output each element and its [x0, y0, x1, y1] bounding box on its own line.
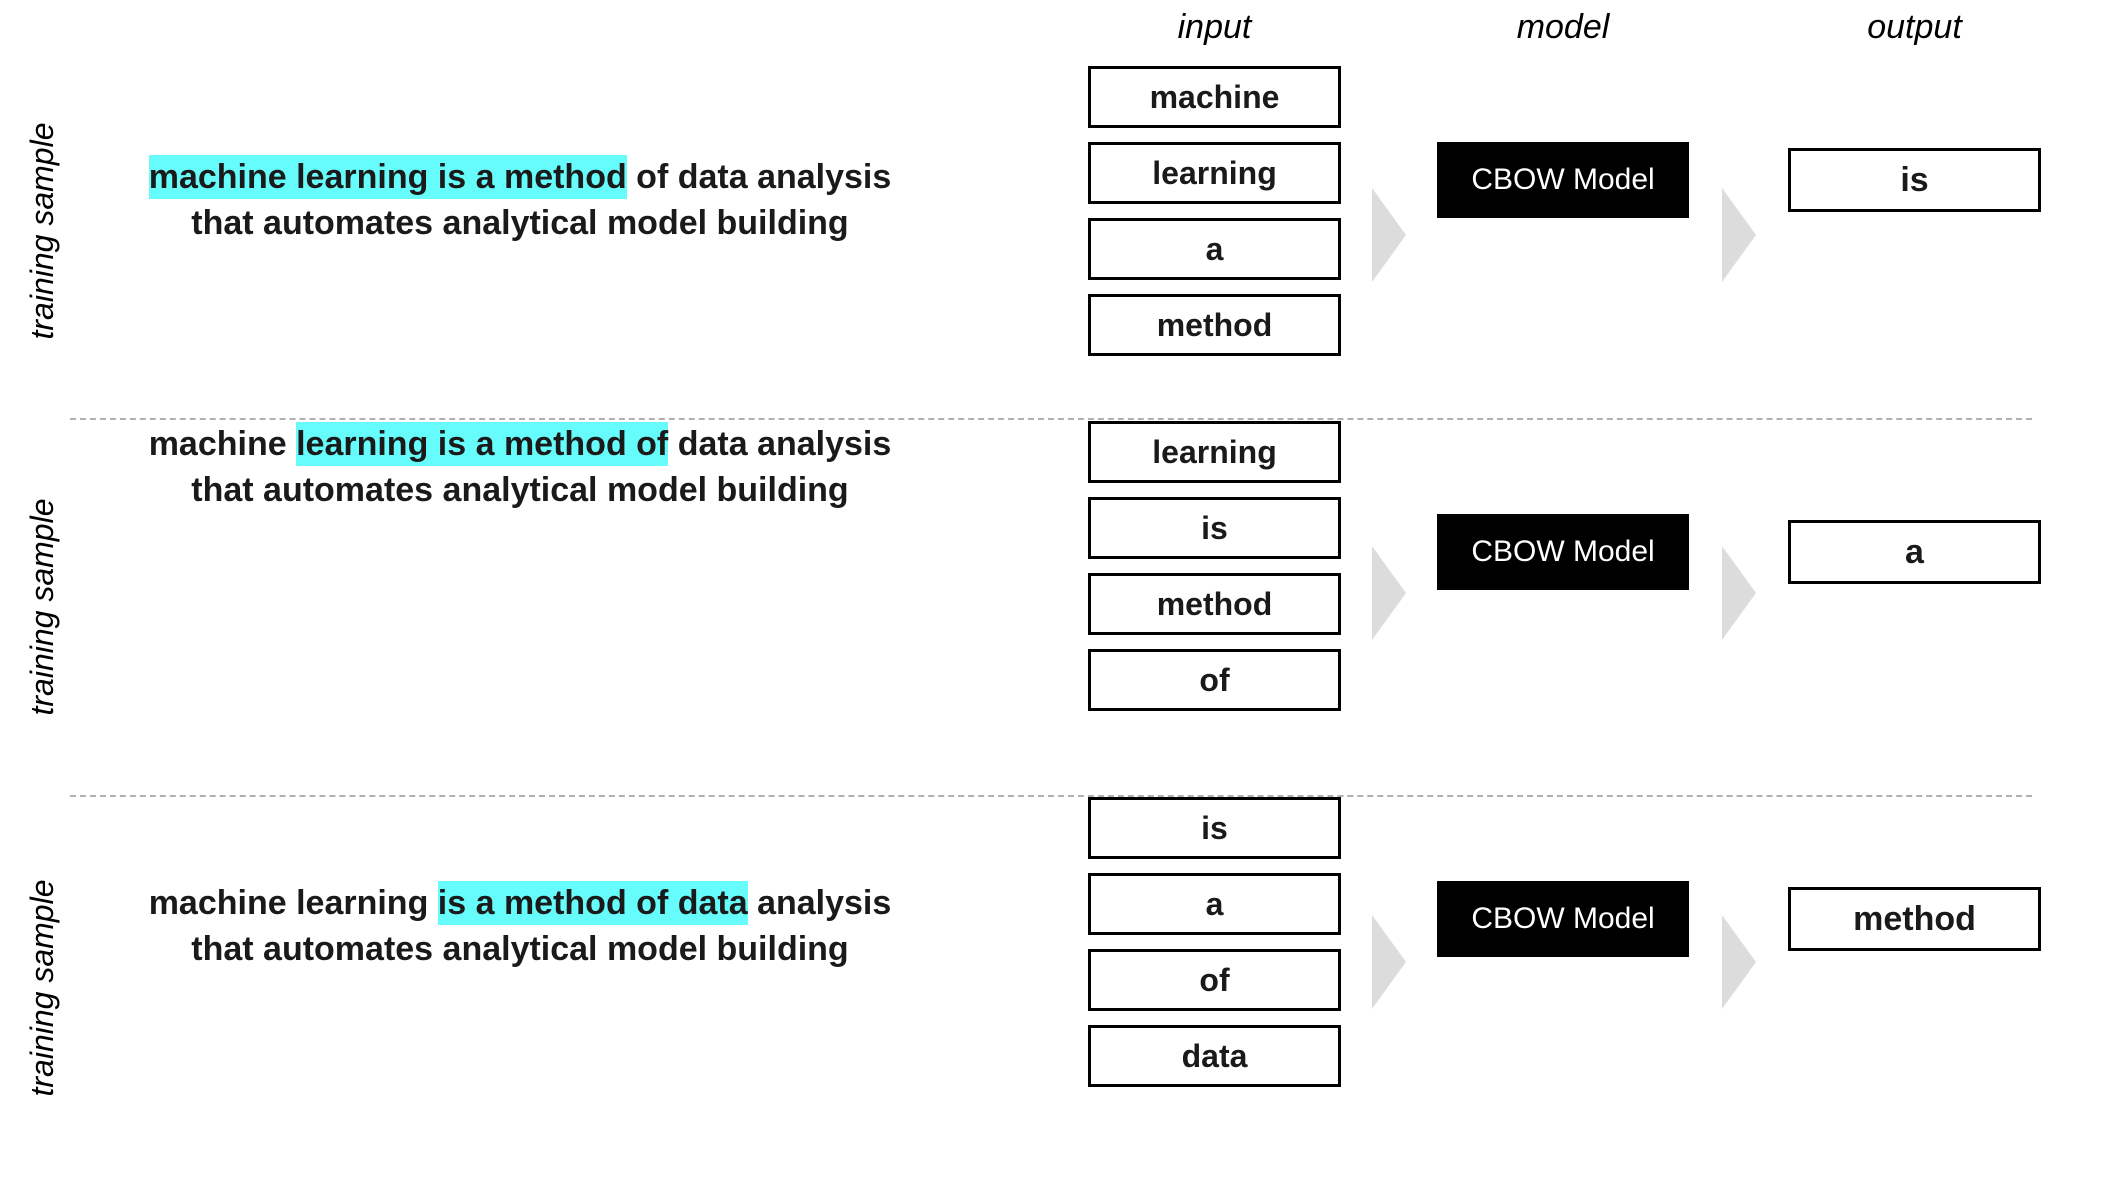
model-box[interactable]: CBOW Model [1437, 514, 1689, 590]
arrow-right-icon [1372, 188, 1406, 282]
input-word-stack: is a of data [1088, 797, 1341, 1087]
sentence-line-1: machine learning is a method of data ana… [70, 880, 970, 926]
sentence-prefix: machine learning [148, 884, 438, 922]
sentence-suffix: of data analysis [626, 158, 892, 196]
input-word-stack: learning is method of [1088, 421, 1341, 711]
training-sample-row: training sample machine learning is a me… [0, 40, 2102, 418]
output-word-box[interactable]: is [1788, 148, 2041, 212]
input-word-box[interactable]: data [1088, 1025, 1341, 1087]
sentence-line-1: machine learning is a method of data ana… [70, 154, 970, 200]
column-header-output: output [1867, 8, 1962, 46]
sentence-suffix: analysis [747, 884, 892, 922]
input-word-box[interactable]: is [1088, 497, 1341, 559]
section-divider [70, 418, 2032, 420]
output-word-box[interactable]: a [1788, 520, 2041, 584]
input-word-box[interactable]: of [1088, 949, 1341, 1011]
training-sample-row: training sample machine learning is a me… [0, 418, 2102, 795]
sentence-line-2: that automates analytical model building [191, 471, 849, 509]
sentence-prefix: machine [148, 425, 297, 463]
sentence-line-2: that automates analytical model building [191, 930, 849, 968]
input-word-box[interactable]: a [1088, 218, 1341, 280]
sentence-highlight: machine learning is a method [148, 155, 627, 199]
arrow-right-icon [1722, 188, 1756, 282]
input-word-box[interactable]: learning [1088, 142, 1341, 204]
arrow-right-icon [1722, 915, 1756, 1009]
input-word-box[interactable]: method [1088, 294, 1341, 356]
column-header-model: model [1516, 8, 1610, 46]
arrow-right-icon [1722, 546, 1756, 640]
sentence-line-2: that automates analytical model building [191, 204, 849, 242]
section-divider [70, 795, 2032, 797]
model-box[interactable]: CBOW Model [1437, 142, 1689, 218]
arrow-right-icon [1372, 546, 1406, 640]
model-box[interactable]: CBOW Model [1437, 881, 1689, 957]
input-word-box[interactable]: method [1088, 573, 1341, 635]
input-word-stack: machine learning a method [1088, 66, 1341, 356]
training-sentence: machine learning is a method of data ana… [70, 421, 970, 513]
input-word-box[interactable]: learning [1088, 421, 1341, 483]
row-label-training-sample: training sample [23, 498, 60, 715]
sentence-line-1: machine learning is a method of data ana… [70, 421, 970, 467]
arrow-right-icon [1372, 915, 1406, 1009]
training-sentence: machine learning is a method of data ana… [70, 880, 970, 972]
training-sample-row: training sample machine learning is a me… [0, 795, 2102, 1180]
column-header-input: input [1177, 8, 1252, 46]
training-sentence: machine learning is a method of data ana… [70, 154, 970, 246]
input-word-box[interactable]: of [1088, 649, 1341, 711]
input-word-box[interactable]: machine [1088, 66, 1341, 128]
sentence-suffix: data analysis [668, 425, 892, 463]
sentence-highlight: is a method of data [437, 881, 748, 925]
input-word-box[interactable]: is [1088, 797, 1341, 859]
output-word-box[interactable]: method [1788, 887, 2041, 951]
sentence-highlight: learning is a method of [296, 422, 669, 466]
input-word-box[interactable]: a [1088, 873, 1341, 935]
